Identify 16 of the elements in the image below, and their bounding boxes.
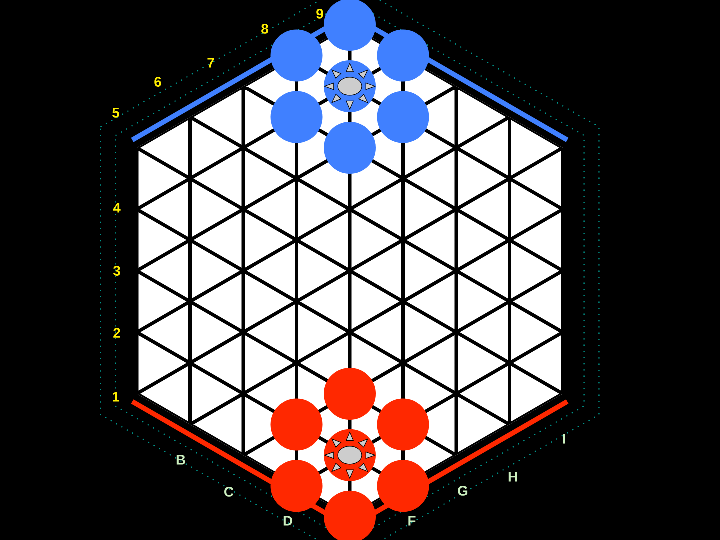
coordinate-label: G [458,486,468,496]
coordinate-label: 9 [316,9,324,19]
coordinate-label: 6 [154,77,162,87]
coordinate-label: 3 [113,266,120,276]
coordinate-label: H [508,472,518,482]
coordinate-label: I [563,434,565,444]
coordinate-label: C [224,487,234,497]
coordinate-label: D [284,516,292,526]
coordinate-label: 4 [113,203,121,213]
coordinate-label: 2 [114,328,120,338]
coordinate-label: 5 [112,108,120,118]
coordinate-label: 8 [262,24,268,34]
coordinate-label: 7 [208,58,214,68]
coordinate-label: F [408,516,416,526]
coordinate-label: 1 [113,392,120,402]
coordinate-label: B [176,455,186,465]
